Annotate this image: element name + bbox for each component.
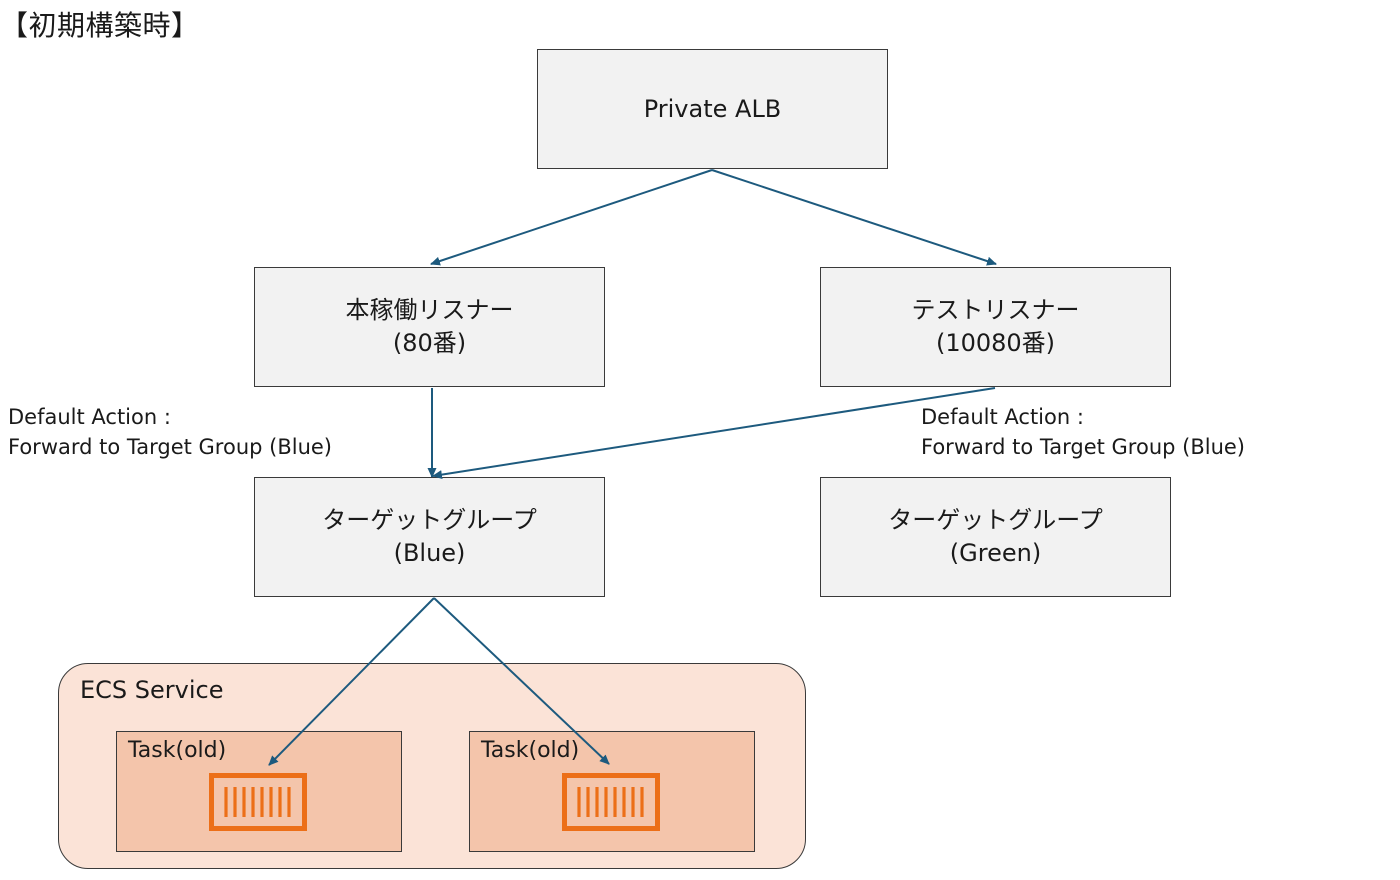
task-label: Task(old) xyxy=(128,738,227,763)
prod-listener-box[interactable]: 本稼働リスナー (80番) xyxy=(254,267,605,387)
target-group-green-box[interactable]: ターゲットグループ (Green) xyxy=(820,477,1171,597)
target-group-blue-box[interactable]: ターゲットグループ (Blue) xyxy=(254,477,605,597)
prod-listener-name: 本稼働リスナー xyxy=(345,296,514,324)
ecs-service-label: ECS Service xyxy=(80,676,224,704)
task-label: Task(old) xyxy=(481,738,580,763)
arrow-test-listener-to-blue xyxy=(432,387,996,480)
target-group-color: (Green) xyxy=(949,539,1042,567)
arrow-alb-to-prod-listener xyxy=(430,169,713,266)
target-group-name: ターゲットグループ xyxy=(888,506,1103,534)
note-body: Forward to Target Group (Blue) xyxy=(8,435,332,459)
note-body: Forward to Target Group (Blue) xyxy=(921,435,1245,459)
page-title: 【初期構築時】 xyxy=(0,9,200,42)
arrow-alb-to-test-listener xyxy=(711,169,997,266)
task-box[interactable]: Task(old) xyxy=(469,731,755,852)
test-listener-name: テストリスナー xyxy=(911,296,1080,324)
test-listener-port: (10080番) xyxy=(935,329,1056,357)
test-default-action-note: Default Action : Forward to Target Group… xyxy=(921,402,1245,462)
prod-listener-port: (80番) xyxy=(392,329,467,357)
container-icon xyxy=(209,773,307,831)
container-icon xyxy=(562,773,660,831)
alb-label: Private ALB xyxy=(643,94,782,123)
alb-box[interactable]: Private ALB xyxy=(537,49,888,169)
arrow-blue-to-task-2 xyxy=(433,597,610,765)
target-group-name: ターゲットグループ xyxy=(322,506,537,534)
test-listener-box[interactable]: テストリスナー (10080番) xyxy=(820,267,1171,387)
note-heading: Default Action : xyxy=(921,405,1084,429)
task-box[interactable]: Task(old) xyxy=(116,731,402,852)
arrow-blue-to-task-1 xyxy=(268,597,435,766)
note-heading: Default Action : xyxy=(8,405,171,429)
target-group-color: (Blue) xyxy=(393,539,466,567)
prod-default-action-note: Default Action : Forward to Target Group… xyxy=(8,402,332,462)
